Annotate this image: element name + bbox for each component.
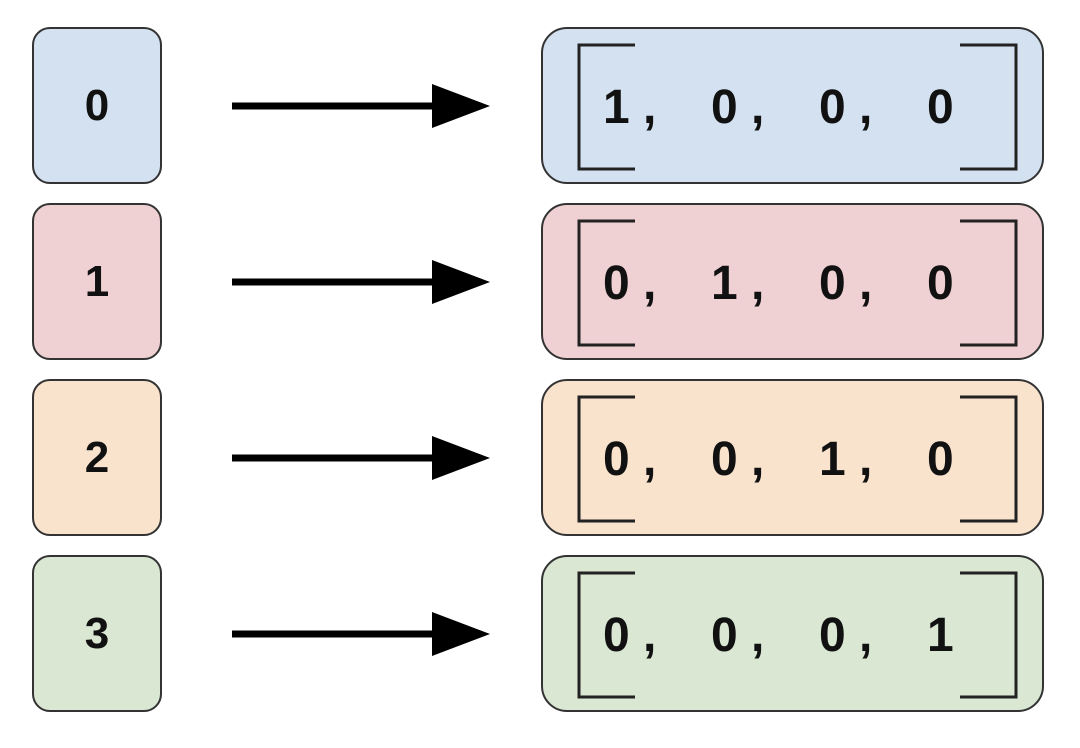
vector-element: 0 xyxy=(711,81,738,134)
vector-comma: , xyxy=(751,81,765,134)
vector-element: 0 xyxy=(927,81,954,134)
index-box-1: 1 xyxy=(32,203,162,360)
vector-brackets xyxy=(577,395,1018,523)
vector-elements-1: 0 , 1 , 0 , 0 xyxy=(603,205,1003,362)
vector-element: 0 xyxy=(819,609,846,662)
vector-element: 0 xyxy=(927,433,954,486)
vector-comma: , xyxy=(643,433,657,486)
index-label-0: 0 xyxy=(84,80,110,130)
vector-comma: , xyxy=(643,609,657,662)
vector-brackets xyxy=(577,43,1018,171)
vector-element: 1 xyxy=(927,609,954,662)
vector-element: 0 xyxy=(603,257,630,310)
index-box-2: 2 xyxy=(32,379,162,536)
mapping-row-2: 2 0 , 0 , 1 , 0 xyxy=(0,379,1080,539)
vector-comma: , xyxy=(751,257,765,310)
vector-element: 0 xyxy=(819,257,846,310)
right-arrow-icon xyxy=(232,436,490,480)
mapping-row-0: 0 1 , 0 , 0 , 0 xyxy=(0,27,1080,187)
mapping-row-3: 3 0 , 0 , 0 , 1 xyxy=(0,555,1080,715)
vector-brackets xyxy=(577,571,1018,699)
one-hot-vector-box-1: 0 , 1 , 0 , 0 xyxy=(541,203,1044,360)
vector-element: 0 xyxy=(927,257,954,310)
one-hot-vector-box-3: 0 , 0 , 0 , 1 xyxy=(541,555,1044,712)
vector-comma: , xyxy=(859,257,873,310)
index-label-1: 1 xyxy=(84,256,110,306)
vector-element: 0 xyxy=(819,81,846,134)
mapping-row-1: 1 0 , 1 , 0 , 0 xyxy=(0,203,1080,363)
vector-comma: , xyxy=(751,609,765,662)
vector-element: 1 xyxy=(711,257,738,310)
vector-elements-2: 0 , 0 , 1 , 0 xyxy=(603,381,1003,538)
right-arrow-icon xyxy=(232,260,490,304)
vector-element: 0 xyxy=(711,433,738,486)
vector-elements-0: 1 , 0 , 0 , 0 xyxy=(603,29,1003,186)
one-hot-vector-box-0: 1 , 0 , 0 , 0 xyxy=(541,27,1044,184)
right-arrow-icon xyxy=(232,84,490,128)
vector-element: 1 xyxy=(603,81,630,134)
vector-comma: , xyxy=(859,609,873,662)
vector-element: 1 xyxy=(819,433,846,486)
vector-elements-3: 0 , 0 , 0 , 1 xyxy=(603,557,1003,714)
index-label-3: 3 xyxy=(84,608,110,658)
index-box-3: 3 xyxy=(32,555,162,712)
index-label-2: 2 xyxy=(84,432,110,482)
vector-element: 0 xyxy=(603,609,630,662)
vector-comma: , xyxy=(751,433,765,486)
index-box-0: 0 xyxy=(32,27,162,184)
vector-comma: , xyxy=(643,257,657,310)
one-hot-vector-box-2: 0 , 0 , 1 , 0 xyxy=(541,379,1044,536)
right-arrow-icon xyxy=(232,612,490,656)
vector-comma: , xyxy=(643,81,657,134)
vector-comma: , xyxy=(859,81,873,134)
vector-element: 0 xyxy=(603,433,630,486)
vector-element: 0 xyxy=(711,609,738,662)
vector-comma: , xyxy=(859,433,873,486)
vector-brackets xyxy=(577,219,1018,347)
